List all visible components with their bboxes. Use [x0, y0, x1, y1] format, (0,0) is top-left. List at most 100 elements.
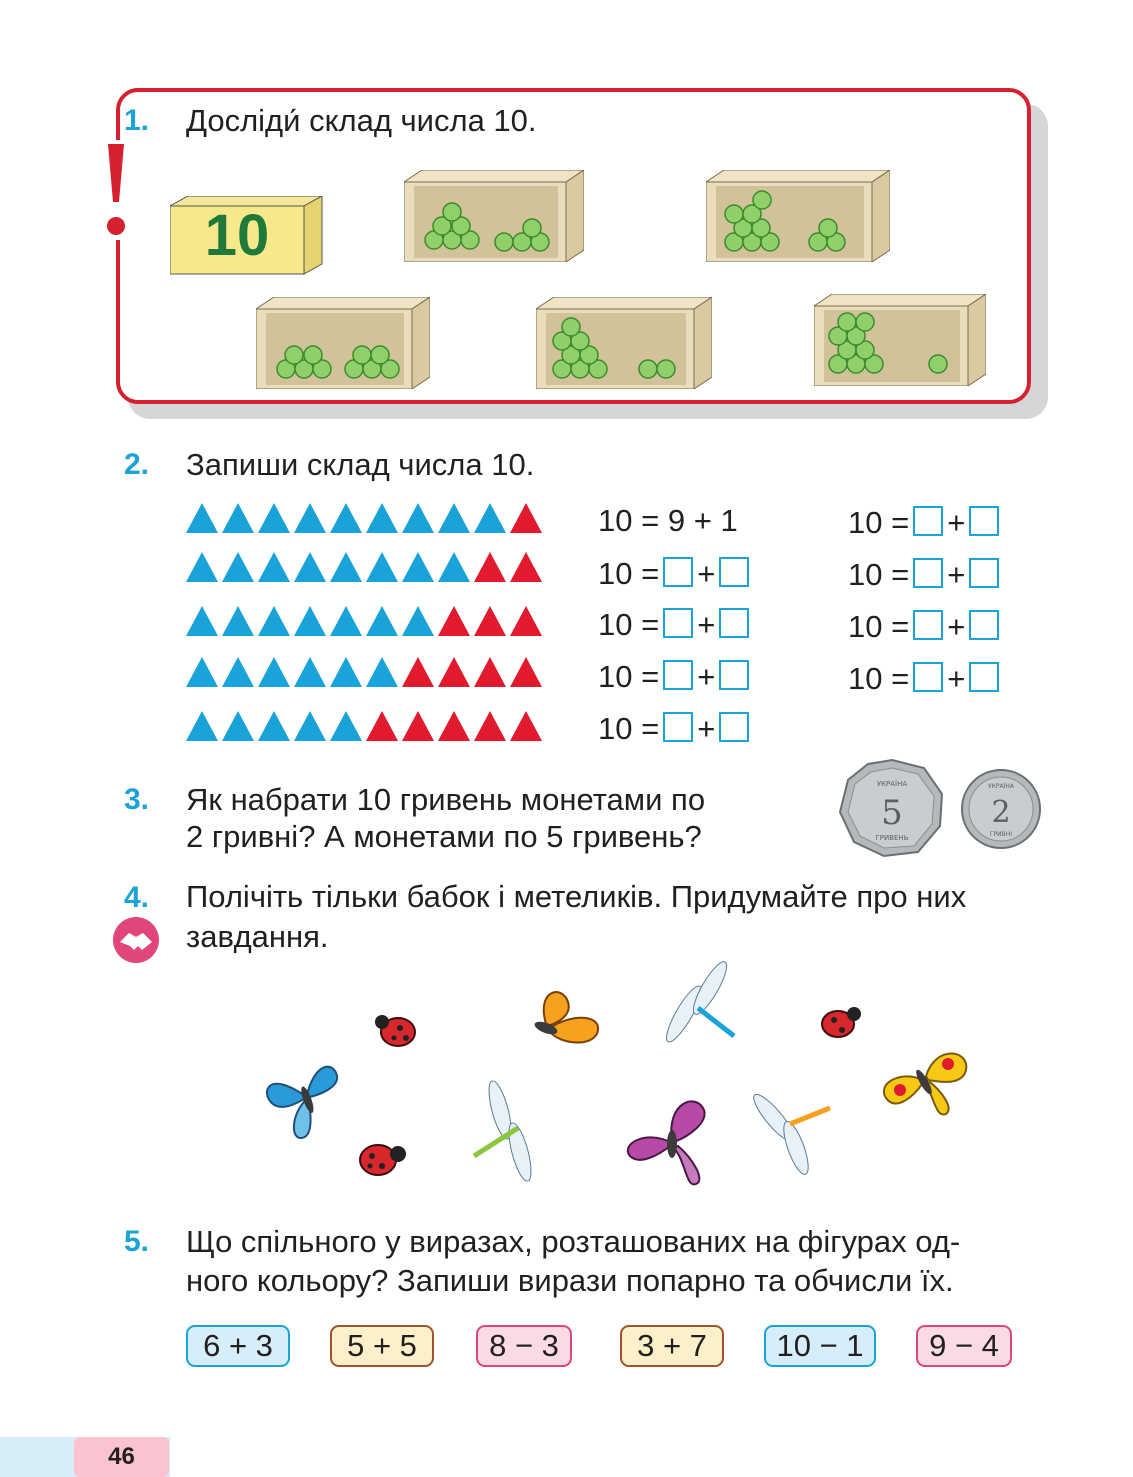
blue-triangle-icon: [222, 606, 254, 636]
blue-triangle-icon: [258, 657, 290, 687]
blue-triangle-icon: [438, 503, 470, 533]
blue-triangle-icon: [222, 503, 254, 533]
task4-line2: завдання.: [186, 919, 329, 954]
blue-triangle-icon: [330, 552, 362, 582]
answer-box[interactable]: [719, 557, 750, 587]
coin-5-hryvnia-icon: УКРАЇНА 5 ГРИВЕНЬ: [838, 758, 946, 863]
page-number: 46: [74, 1437, 169, 1477]
blue-triangle-icon: [366, 657, 398, 687]
answer-box[interactable]: [663, 557, 694, 587]
coin-country-text: УКРАЇНА: [877, 779, 908, 788]
answer-box[interactable]: [663, 712, 694, 742]
answer-box[interactable]: [913, 506, 944, 536]
task1-text: Досліди́ склад числа 10.: [186, 103, 537, 138]
expression-chip: 10 − 1: [764, 1325, 876, 1367]
equation-row: 10 = 9 + 1: [598, 503, 738, 538]
equation-row-extra: 10 =+: [848, 660, 1003, 698]
equation-row-extra: 10 =+: [848, 556, 1003, 594]
butterfly-icon: [496, 984, 606, 1069]
blue-triangle-icon: [402, 606, 434, 636]
triangle-row: [186, 503, 542, 533]
red-triangle-icon: [438, 711, 470, 741]
dragonfly-icon: [654, 958, 744, 1063]
dragonfly-icon: [744, 1078, 834, 1183]
red-triangle-icon: [402, 711, 434, 741]
ball-box: [704, 169, 892, 267]
answer-box[interactable]: [913, 610, 944, 640]
blue-triangle-icon: [402, 552, 434, 582]
butterfly-icon: [874, 1036, 974, 1131]
blue-triangle-icon: [186, 552, 218, 582]
butterfly-icon: [616, 1092, 728, 1197]
answer-box[interactable]: [969, 506, 1000, 536]
answer-box[interactable]: [913, 558, 944, 588]
red-triangle-icon: [510, 657, 542, 687]
number-block-label: 10: [204, 203, 270, 268]
answer-box[interactable]: [969, 558, 1000, 588]
expression-chip: 5 + 5: [330, 1325, 434, 1367]
task4-number: 4.: [124, 881, 150, 914]
task5-number: 5.: [124, 1225, 150, 1258]
coin-2-hryvni-icon: УКРАЇНА 2 ГРИВНІ: [960, 768, 1042, 855]
answer-box[interactable]: [719, 712, 750, 742]
blue-triangle-icon: [294, 503, 326, 533]
blue-triangle-icon: [330, 657, 362, 687]
blue-triangle-icon: [258, 606, 290, 636]
blue-triangle-icon: [222, 552, 254, 582]
red-triangle-icon: [510, 552, 542, 582]
answer-box[interactable]: [969, 662, 1000, 692]
answer-box[interactable]: [663, 608, 694, 638]
task5-line1: Що спільного у виразах, розташованих на …: [186, 1224, 961, 1259]
coin-label-text: ГРИВЕНЬ: [875, 834, 908, 842]
blue-triangle-icon: [366, 503, 398, 533]
equation-row-extra: 10 =+: [848, 608, 1003, 646]
expression-chip: 6 + 3: [186, 1325, 290, 1367]
expression-chip: 9 − 4: [916, 1325, 1012, 1367]
answer-box[interactable]: [719, 660, 750, 690]
expression-chip: 3 + 7: [620, 1325, 724, 1367]
blue-triangle-icon: [366, 606, 398, 636]
ball-box: [254, 296, 432, 394]
blue-triangle-icon: [294, 552, 326, 582]
blue-triangle-icon: [438, 552, 470, 582]
blue-triangle-icon: [402, 503, 434, 533]
blue-triangle-icon: [294, 657, 326, 687]
blue-triangle-icon: [366, 552, 398, 582]
answer-box[interactable]: [969, 610, 1000, 640]
blue-triangle-icon: [258, 552, 290, 582]
blue-triangle-icon: [186, 711, 218, 741]
equation-row: 10 =+: [598, 606, 753, 644]
ball-box: [534, 296, 714, 394]
task1-number: 1.: [124, 104, 150, 137]
blue-triangle-icon: [186, 503, 218, 533]
task3-line2: 2 гривні? А монетами по 5 гривень?: [186, 819, 702, 854]
red-triangle-icon: [438, 657, 470, 687]
answer-box[interactable]: [913, 662, 944, 692]
blue-triangle-icon: [330, 711, 362, 741]
equation-row: 10 =+: [598, 658, 753, 696]
handshake-icon: [112, 916, 160, 969]
red-triangle-icon: [474, 552, 506, 582]
red-triangle-icon: [474, 657, 506, 687]
ladybug-icon: [812, 996, 870, 1053]
ball-box: [402, 169, 586, 267]
red-triangle-icon: [438, 606, 470, 636]
task3-line1: Як набрати 10 гривень монетами по: [186, 782, 706, 817]
red-triangle-icon: [474, 711, 506, 741]
task3-number: 3.: [124, 783, 150, 816]
task5-line2: ного кольору? Запиши вирази попарно та о…: [186, 1263, 954, 1298]
blue-triangle-icon: [186, 606, 218, 636]
red-triangle-icon: [402, 657, 434, 687]
equation-row: 10 =+: [598, 555, 753, 593]
coin-country-text: УКРАЇНА: [988, 783, 1015, 790]
answer-box[interactable]: [719, 608, 750, 638]
triangle-row: [186, 711, 542, 741]
blue-triangle-icon: [330, 503, 362, 533]
coin-label-text: ГРИВНІ: [990, 831, 1012, 838]
triangle-row: [186, 552, 542, 582]
butterfly-icon: [258, 1048, 354, 1149]
answer-box[interactable]: [663, 660, 694, 690]
task2-number: 2.: [124, 448, 150, 481]
red-triangle-icon: [510, 503, 542, 533]
exclamation-icon: [104, 140, 128, 240]
